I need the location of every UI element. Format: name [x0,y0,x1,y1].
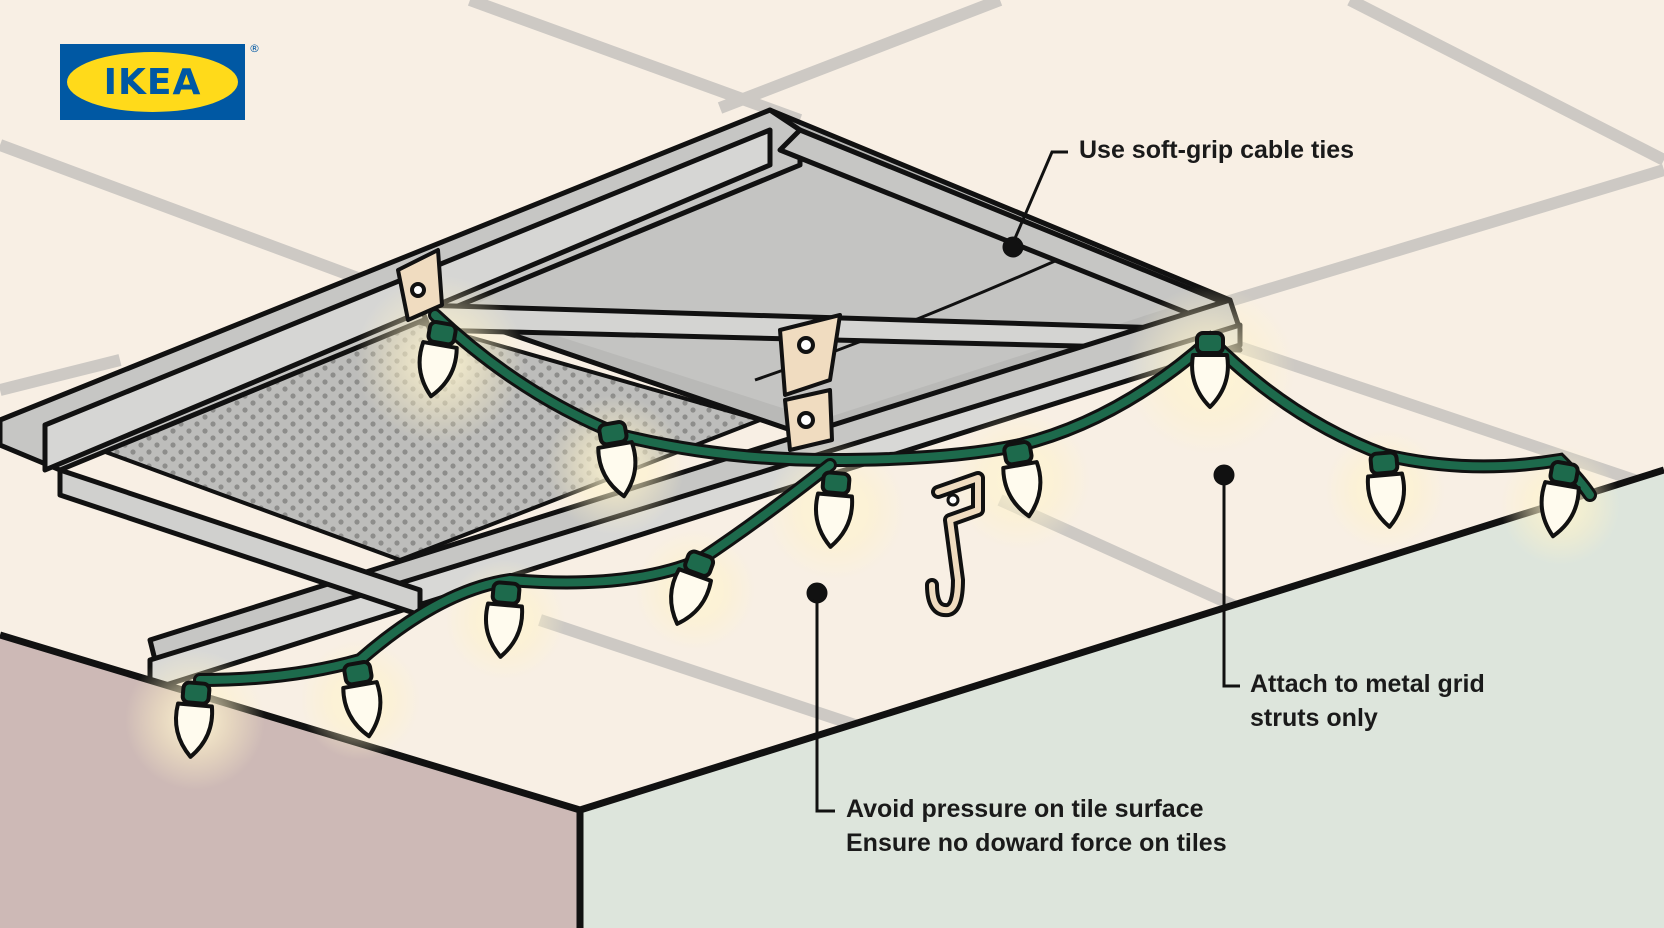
light-bulb-icon [417,320,459,399]
light-bulb-icon [483,580,525,659]
light-bulb-icon [813,470,855,549]
logo-wordmark: IKEA [103,61,202,103]
light-bulb-icon [1539,460,1581,539]
right-wall [580,470,1664,928]
light-bulb-icon [341,660,383,739]
ceiling-clip-icon [778,313,842,452]
callout-grid-struts: Attach to metal grid struts only [1250,667,1485,735]
light-bulb-icon [1190,331,1230,409]
callout-leaders [806,150,1240,813]
callout-cable-ties: Use soft-grip cable ties [1079,133,1354,167]
light-bulb-icon [596,420,638,499]
registered-mark: ® [249,42,260,55]
callout-tile-pressure: Avoid pressure on tile surface Ensure no… [846,792,1227,860]
callout-text: Avoid pressure on tile surface [846,795,1204,823]
callout-text: Ensure no doward force on tiles [846,829,1227,857]
ikea-logo: IKEA ® [60,42,262,122]
light-bulb-icon [173,680,215,759]
light-bulb-icon [1001,440,1043,519]
light-bulb-icon [1365,450,1407,529]
callout-text: struts only [1250,704,1378,732]
callout-text: Attach to metal grid [1250,670,1485,698]
ceiling-clip-icon [396,248,444,322]
callout-text: Use soft-grip cable ties [1079,136,1355,164]
light-bulb-icon [669,549,716,626]
